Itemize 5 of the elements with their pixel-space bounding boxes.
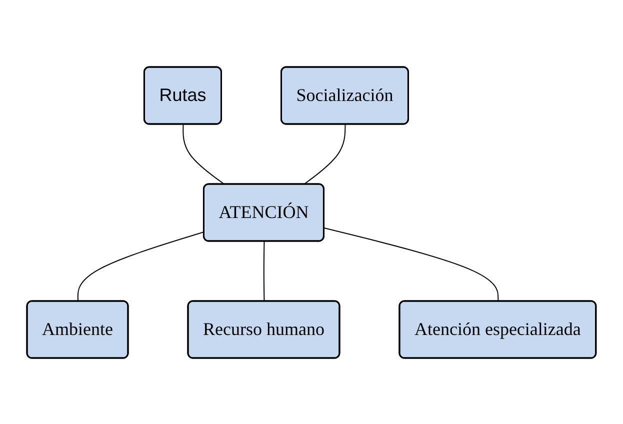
- connector: [263, 240, 265, 302]
- connector: [77, 230, 205, 302]
- connector: [182, 124, 226, 184]
- connector: [303, 124, 346, 184]
- connector: [324, 227, 499, 302]
